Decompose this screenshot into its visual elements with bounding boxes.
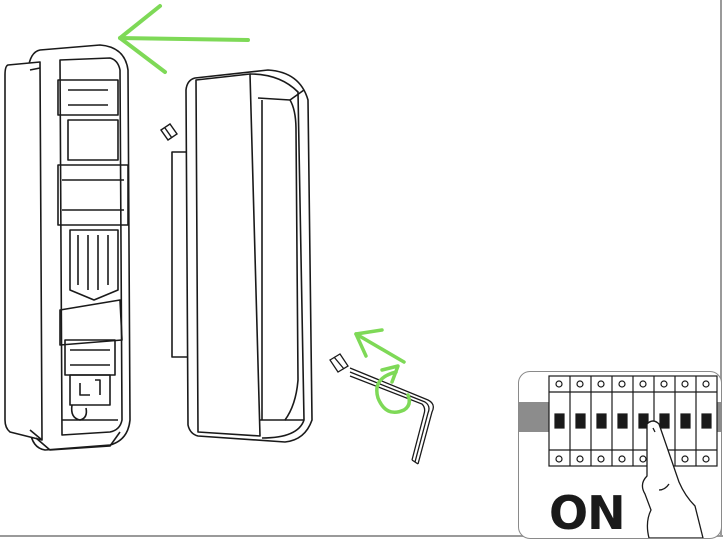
breaker-row (549, 376, 717, 466)
screw-top (161, 124, 177, 140)
rotate-arrow-icon (356, 330, 409, 412)
back-plate (5, 45, 130, 450)
left-arrow-icon (120, 6, 248, 72)
breaker-inset: ON (518, 371, 722, 539)
on-label: ON (549, 490, 625, 536)
front-cover (172, 70, 312, 442)
